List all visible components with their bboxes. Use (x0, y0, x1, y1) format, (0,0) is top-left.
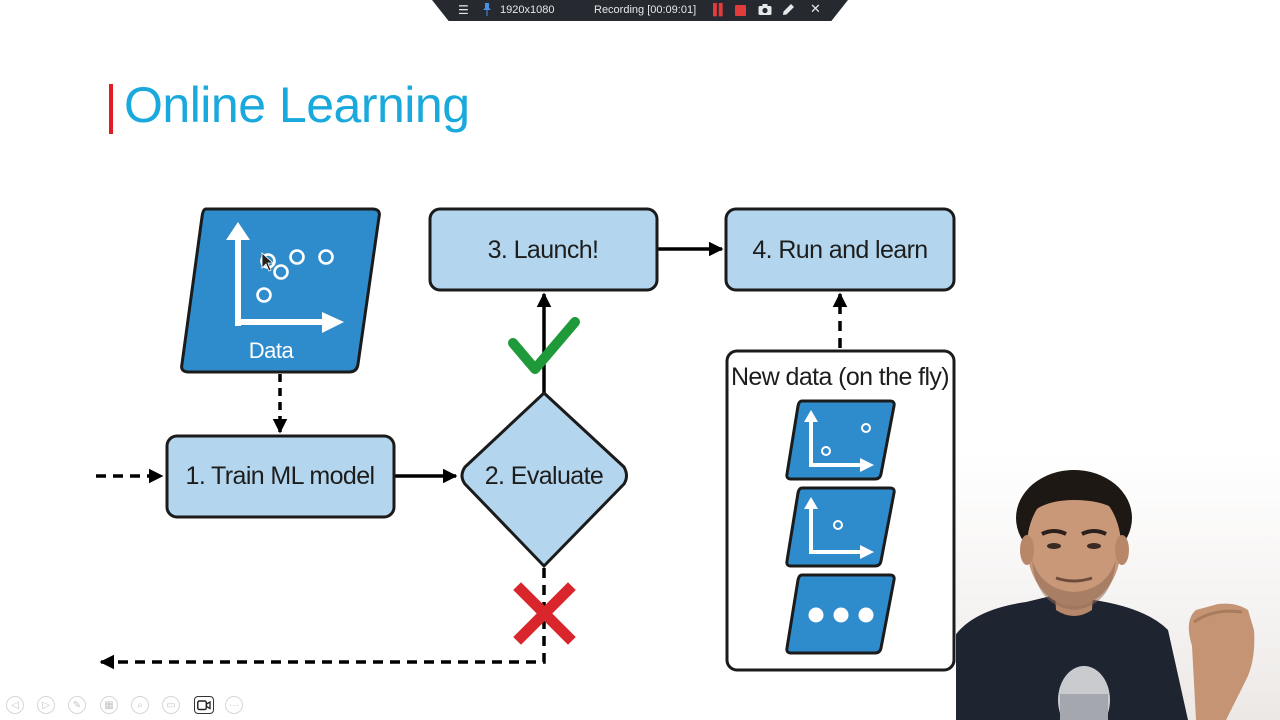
camera-icon[interactable] (194, 696, 214, 714)
scatter-plot-icon (226, 222, 344, 333)
new-data-sample-2 (785, 486, 896, 568)
pin-icon[interactable] (482, 3, 492, 20)
new-data-box: New data (on the fly) (725, 349, 956, 672)
more-icon[interactable]: ··· (225, 696, 243, 714)
resolution-readout: 1920x1080 (500, 4, 555, 16)
evaluate-node: 2. Evaluate (460, 390, 628, 569)
new-data-sample-1 (785, 399, 896, 481)
data-node: Data (180, 207, 381, 374)
new-data-label: New data (on the fly) (731, 363, 949, 391)
menu-icon[interactable]: ☰ (458, 3, 469, 17)
presenter-figure (956, 470, 1255, 720)
data-label: Data (249, 338, 295, 363)
camera-icon[interactable] (758, 3, 772, 20)
train-node: 1. Train ML model (165, 434, 396, 519)
presenter-webcam (956, 450, 1280, 720)
zoom-icon[interactable]: ⌕ (131, 696, 149, 714)
pen-icon[interactable]: ✎ (68, 696, 86, 714)
pen-icon[interactable] (782, 3, 795, 20)
launch-label: 3. Launch! (488, 236, 599, 264)
train-label: 1. Train ML model (186, 462, 375, 490)
recording-status: Recording [00:09:01] (594, 4, 697, 16)
stop-icon[interactable] (735, 5, 746, 16)
grid-icon[interactable]: ▦ (100, 696, 118, 714)
presenter-controls: ◁ ▷ ✎ ▦ ⌕ ▭ ··· (6, 694, 256, 716)
cross-icon (513, 582, 576, 645)
mouse-cursor-icon (261, 252, 275, 272)
launch-node: 3. Launch! (428, 207, 659, 292)
close-icon[interactable]: ✕ (810, 1, 821, 16)
ellipsis-dot (858, 607, 874, 623)
checkmark-icon (508, 317, 580, 374)
evaluate-label: 2. Evaluate (485, 462, 604, 490)
pause-icon[interactable]: ▌▌ (713, 4, 727, 16)
recording-toolbar: ☰ 1920x1080 Recording [00:09:01] ▌▌ ✕ (432, 0, 848, 21)
title-accent-bar (109, 84, 113, 134)
run-learn-label: 4. Run and learn (752, 236, 927, 264)
next-icon[interactable]: ▷ (37, 696, 55, 714)
ellipsis-dot (808, 607, 824, 623)
run-learn-node: 4. Run and learn (724, 207, 956, 292)
diagram-connectors (96, 241, 848, 670)
previous-icon[interactable]: ◁ (6, 696, 24, 714)
reject-dashed-arrow (99, 568, 546, 670)
slide-title: Online Learning (124, 77, 470, 133)
ellipsis-dot (833, 607, 849, 623)
subtitles-icon[interactable]: ▭ (162, 696, 180, 714)
new-data-sample-more (785, 573, 896, 655)
